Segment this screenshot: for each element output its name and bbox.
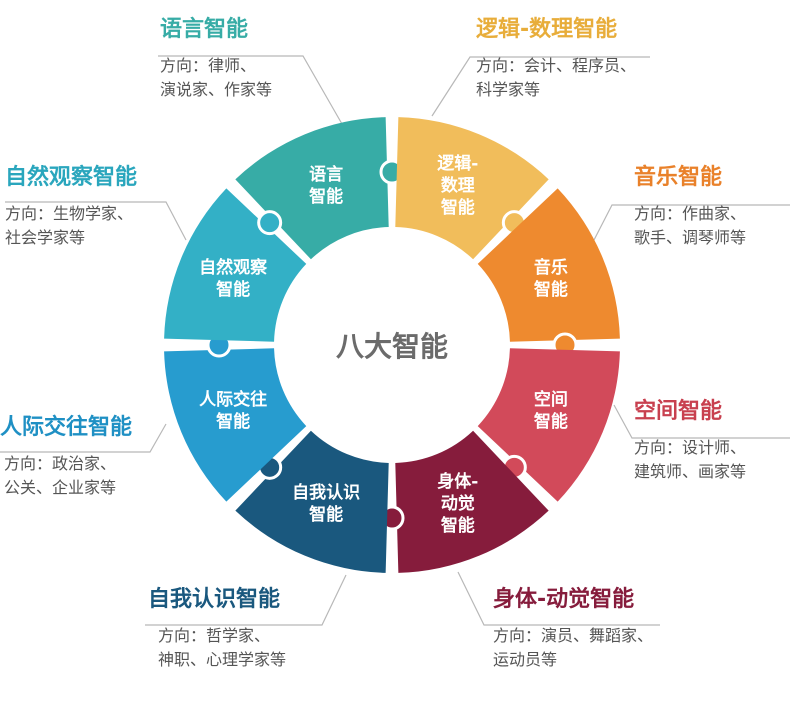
connector-line-language — [158, 55, 343, 125]
callout-interpersonal: 人际交往智能 方向：政治家、 公关、企业家等 — [0, 414, 132, 500]
connector-line-intrapersonal — [145, 574, 347, 626]
callout-title: 人际交往智能 — [0, 415, 133, 440]
callout-desc: 方向：哲学家、 神职、心理学家等 — [158, 626, 287, 669]
callout-desc: 方向：政治家、 公关、企业家等 — [4, 454, 117, 497]
callout-desc: 方向：作曲家、 歌手、调琴师等 — [634, 204, 747, 247]
connector-line-music — [593, 204, 790, 241]
segment-label-naturalist: 自然观察 智能 — [199, 258, 268, 301]
callout-naturalist: 自然观察智能 方向：生物学家、 社会学家等 — [5, 164, 137, 250]
segment-label-logic: 逻辑- 数理 智能 — [437, 154, 479, 219]
connector-line-bodily — [457, 571, 660, 626]
segment-label-bodily: 身体- 动觉 智能 — [437, 471, 479, 536]
center-title: 八大智能 — [335, 330, 449, 363]
segment-language — [235, 117, 389, 260]
connector-line-spatial — [613, 404, 790, 439]
puzzle-knob-naturalist — [257, 210, 283, 236]
callout-desc: 方向：会计、程序员、 科学家等 — [476, 56, 637, 99]
segment-intrapersonal — [235, 430, 389, 573]
connector-line-logic — [431, 56, 650, 117]
callout-intrapersonal: 自我认识智能 方向：哲学家、 神职、心理学家等 — [148, 586, 286, 672]
segment-bodily — [395, 430, 549, 573]
callout-title: 自然观察智能 — [5, 165, 138, 190]
callout-music: 音乐智能 方向：作曲家、 歌手、调琴师等 — [634, 164, 746, 250]
callout-language: 语言智能 方向：律师、 演说家、作家等 — [160, 16, 272, 102]
callout-desc: 方向：律师、 演说家、作家等 — [160, 56, 273, 99]
connector-line-interpersonal — [0, 423, 167, 453]
segment-label-intrapersonal: 自我认识 智能 — [292, 482, 361, 525]
segment-label-interpersonal: 人际交往 智能 — [199, 389, 268, 432]
segment-interpersonal — [164, 348, 307, 502]
callout-title: 音乐智能 — [634, 165, 723, 190]
segment-naturalist — [164, 188, 307, 342]
callout-spatial: 空间智能 方向：设计师、 建筑师、画家等 — [634, 398, 746, 484]
segment-music — [477, 188, 620, 342]
callout-title: 空间智能 — [634, 399, 723, 424]
callout-desc: 方向：设计师、 建筑师、画家等 — [634, 438, 747, 481]
callout-logic: 逻辑-数理智能 方向：会计、程序员、 科学家等 — [476, 16, 636, 102]
callout-title: 逻辑-数理智能 — [476, 17, 618, 42]
segment-label-spatial: 空间 智能 — [533, 389, 568, 432]
connector-line-naturalist — [5, 201, 187, 241]
segment-logic — [395, 117, 549, 260]
segment-label-music: 音乐 智能 — [533, 258, 568, 301]
segment-label-language: 语言 智能 — [309, 165, 344, 208]
callout-title: 语言智能 — [160, 17, 249, 42]
callout-bodily: 身体-动觉智能 方向：演员、舞蹈家、 运动员等 — [493, 586, 653, 672]
callout-title: 自我认识智能 — [148, 587, 281, 612]
callout-desc: 方向：演员、舞蹈家、 运动员等 — [493, 626, 654, 669]
callout-title: 身体-动觉智能 — [493, 587, 635, 612]
callout-desc: 方向：生物学家、 社会学家等 — [5, 204, 134, 247]
segment-spatial — [477, 348, 620, 502]
